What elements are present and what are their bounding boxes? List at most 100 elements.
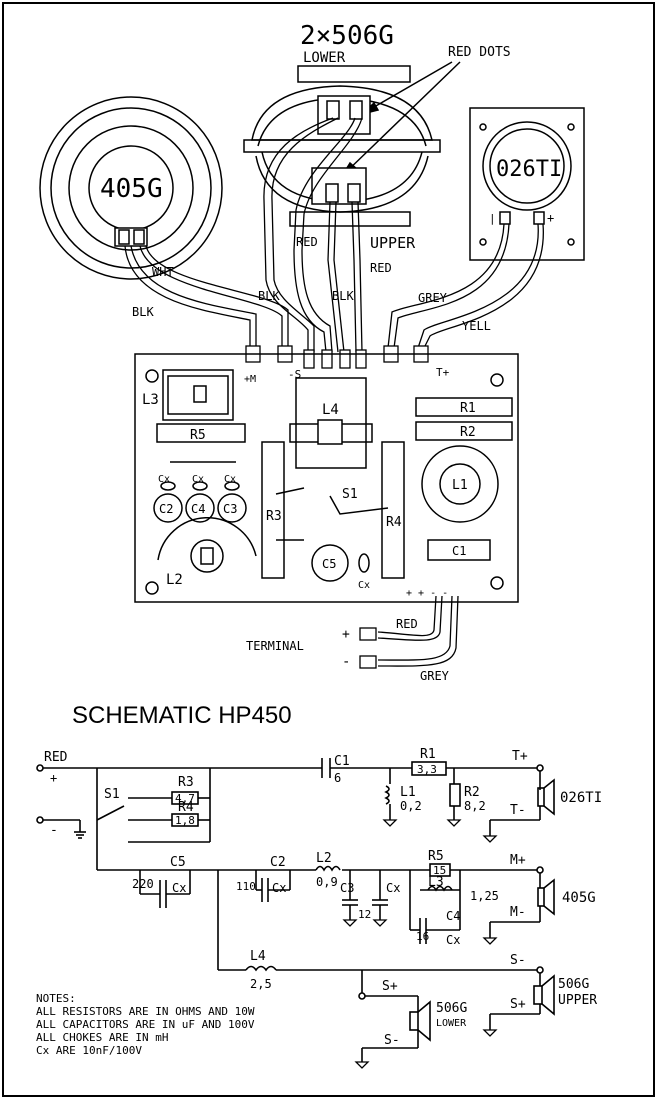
wire-red-left: RED <box>296 235 318 249</box>
board-C2: C2 <box>159 502 173 516</box>
sch-R5: R5 <box>428 849 444 864</box>
sch-C5-val: 220 <box>132 877 154 891</box>
sch-R4: R4 <box>178 800 194 815</box>
sch-T-plus: T+ <box>512 749 528 764</box>
board-C1: C1 <box>452 544 466 558</box>
sch-woofer: 405G <box>562 890 596 906</box>
sch-R2: R2 <box>464 785 480 800</box>
sch-C1: C1 <box>334 754 350 769</box>
wiring-title: 2×506G <box>300 21 394 51</box>
sch-minus: - <box>50 823 58 838</box>
sch-S-plus-left: S+ <box>382 979 398 994</box>
board-L1: L1 <box>452 478 468 493</box>
sch-upper-word: UPPER <box>558 993 597 1008</box>
woofer-label: 405G <box>100 174 163 204</box>
wire-blk-left: BLK <box>132 305 154 319</box>
terminal-wires <box>359 595 459 669</box>
sch-S-plus-right: S+ <box>510 997 526 1012</box>
sch-C5: C5 <box>170 855 186 870</box>
board-L2: L2 <box>166 572 183 588</box>
wire-yell: YELL <box>462 319 491 333</box>
sch-R1: R1 <box>420 747 436 762</box>
sch-cx-c3: Cx <box>386 881 400 895</box>
notes-line-4: Cx ARE 10nF/100V <box>36 1044 142 1057</box>
sch-C1-val: 6 <box>334 771 341 785</box>
speaker-506g-upper <box>255 151 429 227</box>
sch-L4: L4 <box>250 949 266 964</box>
sch-lower-word: LOWER <box>436 1018 467 1029</box>
sch-plus: + <box>50 771 57 785</box>
sch-L2-val: 0,9 <box>316 875 338 889</box>
schematic-wires <box>40 767 541 1062</box>
lower-label: LOWER <box>303 50 346 66</box>
sch-L1-val: 0,2 <box>400 799 422 813</box>
notes-heading: NOTES: <box>36 992 76 1005</box>
wire-red-right: RED <box>370 261 392 275</box>
board-L3: L3 <box>142 392 159 408</box>
sch-T-minus: T- <box>510 803 526 818</box>
speaker-506g-lower <box>243 65 441 153</box>
board-cx2: Cx <box>192 474 204 485</box>
sch-R1-val: 3,3 <box>417 763 437 776</box>
terminal-red: RED <box>396 617 418 631</box>
sch-C2: C2 <box>270 855 286 870</box>
board-R4: R4 <box>386 515 402 530</box>
board-cx1: Cx <box>158 474 170 485</box>
sch-L1: L1 <box>400 785 416 800</box>
terminal-grey: GREY <box>420 669 450 683</box>
sch-L2: L2 <box>316 851 332 866</box>
ground-symbols <box>342 819 498 1069</box>
sch-S-minus-top: S- <box>510 953 526 968</box>
sch-C4: C4 <box>446 909 460 923</box>
sch-cx-c2: Cx <box>272 881 286 895</box>
sch-M-plus: M+ <box>510 853 526 868</box>
sch-R2-val: 8,2 <box>464 799 486 813</box>
sch-C3: C3 <box>340 881 354 895</box>
sch-lower-spk: 506G <box>436 1001 467 1016</box>
sch-C3-val: 12 <box>358 908 371 921</box>
board-R1: R1 <box>460 401 476 416</box>
sch-R3: R3 <box>178 775 194 790</box>
sch-R5-val: 15 <box>433 864 446 877</box>
sch-L4-val: 2,5 <box>250 977 272 991</box>
wires <box>124 117 544 353</box>
sch-R3-val: 4,7 <box>175 792 195 805</box>
sch-cx-c4: Cx <box>446 933 460 947</box>
notes-line-3: ALL CHOKES ARE IN mH <box>36 1031 168 1044</box>
tweeter-label: 026TI <box>496 157 562 182</box>
sch-red: RED <box>44 750 68 765</box>
sch-S-minus-left: S- <box>384 1033 400 1048</box>
board-C4: C4 <box>191 502 205 516</box>
board-t-plus: T+ <box>436 366 450 379</box>
board-connectors <box>245 345 429 369</box>
speaker-026ti <box>469 107 585 261</box>
upper-label: UPPER <box>370 234 416 252</box>
board-S1: S1 <box>342 487 358 502</box>
board-C5: C5 <box>322 557 336 571</box>
terminal-label: TERMINAL <box>246 639 304 653</box>
sch-R4-val: 1,8 <box>175 814 195 827</box>
sch-S1: S1 <box>104 787 120 802</box>
sch-C2-val: 110 <box>236 880 256 893</box>
terminal-minus: - <box>342 654 350 670</box>
wire-blk-mid: BLK <box>258 289 280 303</box>
sch-C4-val: 16 <box>416 930 429 943</box>
board-R5: R5 <box>190 428 206 443</box>
notes-line-1: ALL RESISTORS ARE IN OHMS AND 10W <box>36 1005 255 1018</box>
board-cx3: Cx <box>224 474 236 485</box>
schematic-components <box>36 758 555 1042</box>
wire-blk-center: BLK <box>332 289 354 303</box>
board-plus-m: +M <box>244 374 256 385</box>
sch-upper-spk: 506G <box>558 977 589 992</box>
board-R2: R2 <box>460 425 476 440</box>
crossover-board <box>134 353 519 603</box>
sch-L3: L3 <box>428 875 444 890</box>
sch-L3-val: 1,25 <box>470 889 499 903</box>
board-R3: R3 <box>266 509 282 524</box>
board-minus-s: -S <box>288 368 301 381</box>
board-term-signs: + + - - <box>406 588 448 599</box>
red-dots-label: RED DOTS <box>448 45 511 60</box>
tweeter-minus: | <box>489 212 496 225</box>
